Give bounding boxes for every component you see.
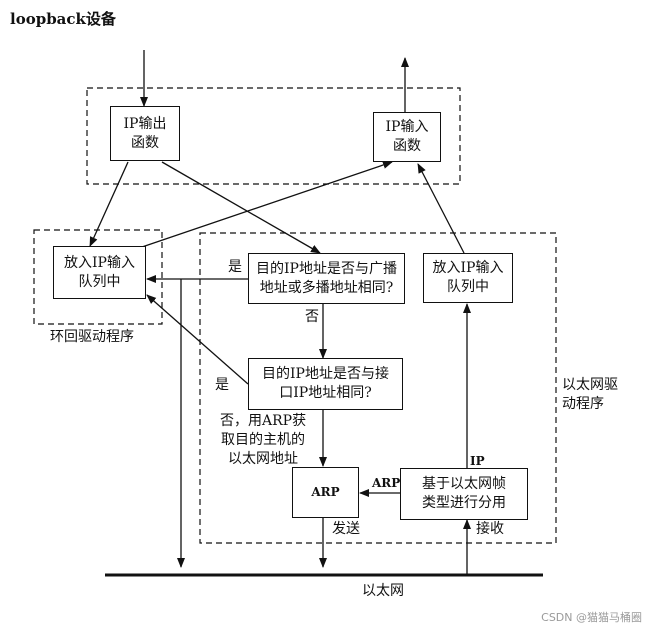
node-line: 函数 bbox=[393, 138, 421, 154]
edge-yes2 bbox=[146, 294, 249, 385]
edge-ipout-to-dst-bcast bbox=[161, 161, 321, 254]
node-line: IP输入 bbox=[385, 119, 429, 135]
decision-interface-node: 目的IP地址是否与接 口IP地址相同? bbox=[248, 358, 403, 410]
label-receive: 接收 bbox=[476, 521, 504, 537]
node-line: 函数 bbox=[131, 134, 159, 151]
loopback-queue-node: 放入IP输入 队列中 bbox=[53, 246, 146, 299]
ethernet-driver-dashed-box bbox=[199, 232, 557, 544]
loopback-driver-dashed-box bbox=[33, 229, 163, 325]
arp-node: ARP bbox=[292, 467, 359, 518]
node-line: ARP bbox=[311, 485, 340, 499]
label-yes-2: 是 bbox=[215, 377, 229, 393]
label-no-1: 否 bbox=[305, 309, 319, 325]
label-arp-edge: ARP bbox=[372, 476, 401, 490]
label-no-2-arp: 否，用ARP获 取目的主机的 以太网地址 bbox=[220, 412, 306, 469]
edge-ethqueue-to-ipin bbox=[417, 163, 465, 254]
label-line: 以太网地址 bbox=[228, 451, 299, 467]
ip-layer-dashed-box bbox=[86, 87, 461, 185]
node-line: 类型进行分用 bbox=[422, 495, 506, 511]
node-line: 目的IP地址是否与接 bbox=[262, 366, 389, 382]
demux-node: 基于以太网帧 类型进行分用 bbox=[400, 468, 528, 520]
ip-output-function: IP输出 函数 bbox=[110, 106, 180, 161]
node-line: 基于以太网帧 bbox=[422, 476, 506, 492]
label-line: 动程序 bbox=[562, 396, 604, 412]
node-line: 地址或多播地址相同? bbox=[259, 279, 394, 296]
decision-broadcast-node: 目的IP地址是否与广播 地址或多播地址相同? bbox=[248, 253, 405, 304]
node-line: 队列中 bbox=[78, 273, 121, 290]
label-line: 以太网驱 bbox=[562, 377, 618, 393]
label-yes-1: 是 bbox=[228, 259, 242, 275]
ip-input-function: IP输入 函数 bbox=[373, 112, 441, 162]
label-loopback-driver: 环回驱动程序 bbox=[50, 329, 134, 345]
diagram-title: loopback设备 bbox=[10, 10, 116, 28]
edge-loopqueue-to-ipin bbox=[141, 161, 393, 248]
ethernet-queue-node: 放入IP输入 队列中 bbox=[423, 253, 513, 303]
label-ip-edge: IP bbox=[470, 454, 485, 468]
node-line: 口IP地址相同? bbox=[279, 385, 372, 401]
node-line: 目的IP地址是否与广播 bbox=[256, 260, 397, 277]
label-ethernet-driver: 以太网驱 动程序 bbox=[562, 376, 618, 414]
label-line: 取目的主机的 bbox=[221, 432, 306, 448]
label-send: 发送 bbox=[332, 521, 360, 537]
label-ethernet: 以太网 bbox=[362, 583, 404, 599]
node-line: IP输出 bbox=[123, 115, 167, 132]
edge-ipout-to-loopqueue bbox=[89, 161, 129, 247]
label-line: 否，用ARP获 bbox=[220, 413, 307, 429]
node-line: 队列中 bbox=[447, 279, 489, 295]
node-line: 放入IP输入 bbox=[432, 260, 504, 276]
node-line: 放入IP输入 bbox=[64, 254, 135, 271]
watermark: CSDN @猫猫马桶圈 bbox=[541, 611, 642, 624]
